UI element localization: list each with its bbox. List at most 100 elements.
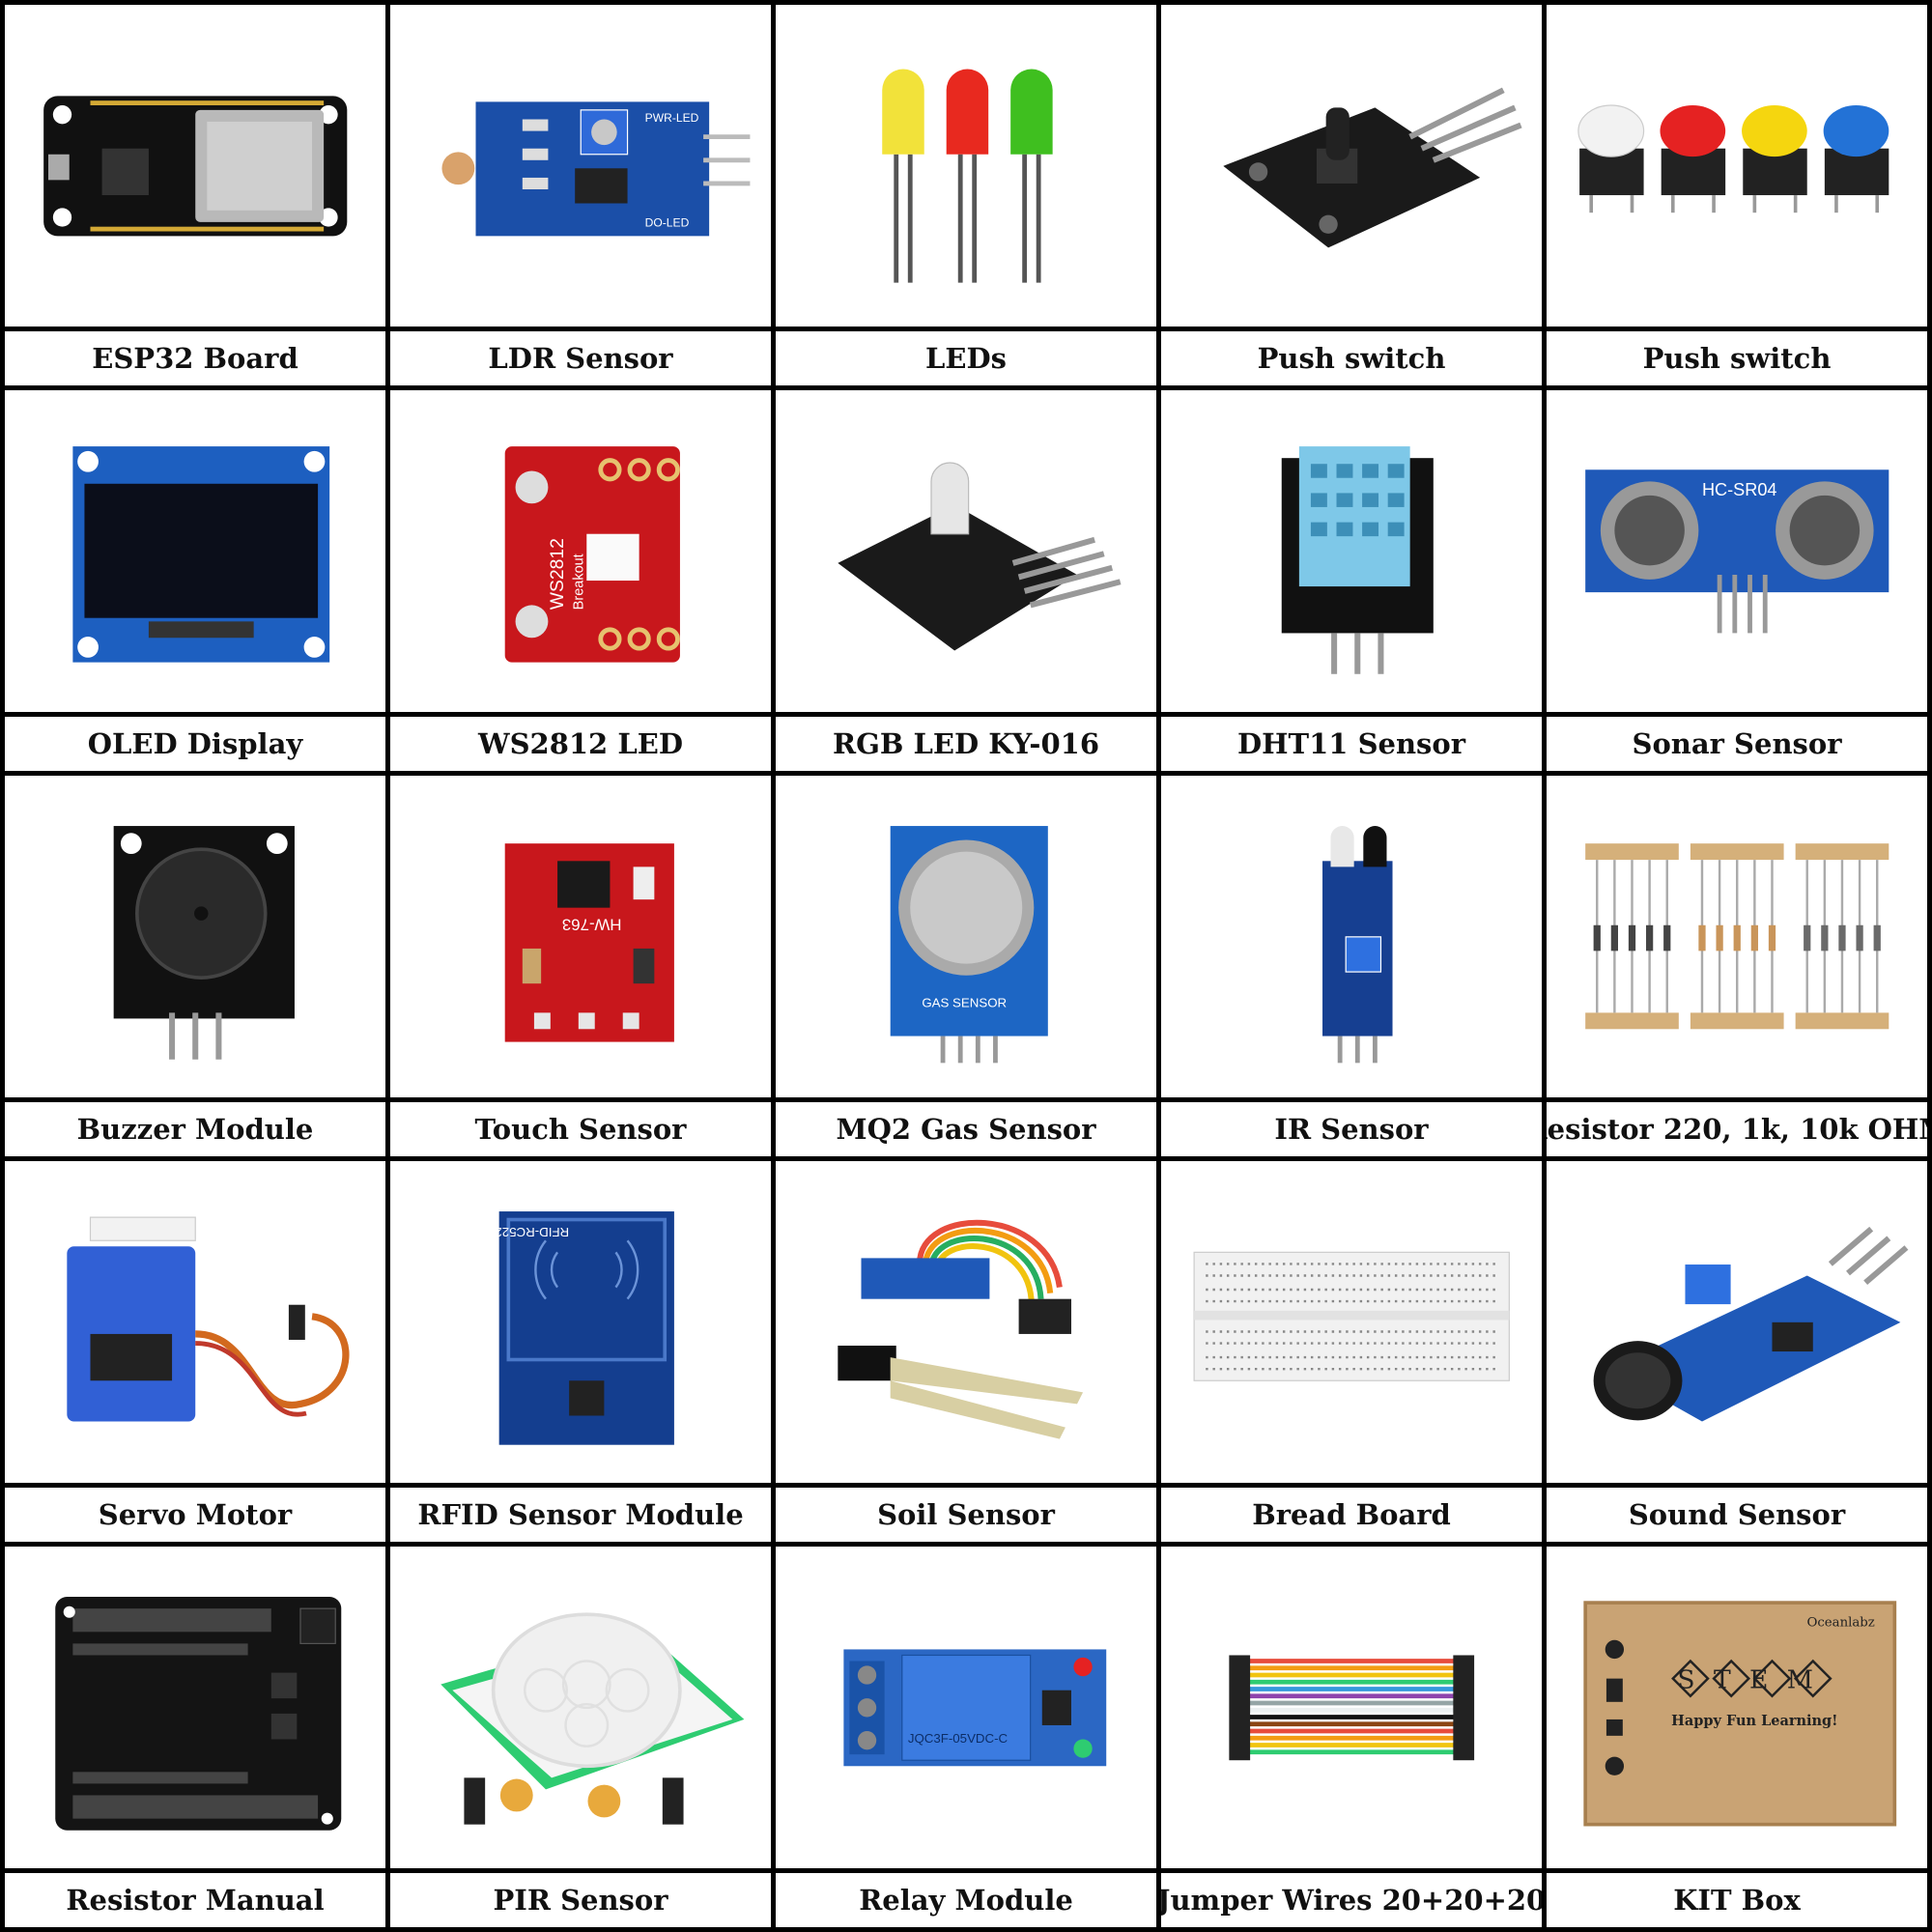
grid-cell: OLED Display (5, 390, 385, 771)
image-area (1547, 776, 1927, 1097)
leds-icon (882, 69, 1053, 283)
push-buttons-icon (1577, 104, 1889, 213)
ws2812-sub-text: Breakout (571, 554, 586, 610)
grid-cell: Jumper Wires 20+20+20 (1161, 1547, 1542, 1927)
item-label: Servo Motor (5, 1483, 385, 1542)
image-area (776, 1161, 1156, 1483)
touch-model-text: HW-763 (562, 915, 622, 933)
grid-cell: Oceanlabz STEM Happy Fun Learning! KIT B… (1547, 1547, 1927, 1927)
grid-cell: ESP32 Board (5, 5, 385, 385)
rfid-model-text: RFID-RC522 (495, 1225, 569, 1239)
grid-cell: HW-763 Touch Sensor (390, 776, 771, 1156)
buzzer-module-icon (113, 825, 295, 1060)
grid-cell: RFID-RC522 RFID Sensor Module (390, 1161, 771, 1542)
dht11-sensor-icon (1281, 445, 1434, 674)
grid-cell: Sound Sensor (1547, 1161, 1927, 1542)
item-label: MQ2 Gas Sensor (776, 1097, 1156, 1156)
image-area (1547, 1161, 1927, 1483)
grid-cell: HC-SR04 Sonar Sensor (1547, 390, 1927, 771)
push-switch-module-icon (1223, 87, 1522, 248)
soil-sensor-icon (838, 1219, 1083, 1439)
image-area: PWR-LED DO-LED (390, 5, 771, 327)
rgb-led-icon (838, 462, 1122, 651)
servo-motor-icon (67, 1216, 350, 1422)
grid-cell: Resistor 220, 1k, 10k OHM (1547, 776, 1927, 1156)
item-label: Push switch (1547, 327, 1927, 385)
item-label: RGB LED KY-016 (776, 712, 1156, 771)
grid-cell: Push switch (1547, 5, 1927, 385)
item-label: Sonar Sensor (1547, 712, 1927, 771)
image-area (5, 390, 385, 712)
sonar-model-text: HC-SR04 (1702, 480, 1777, 499)
grid-cell: Buzzer Module (5, 776, 385, 1156)
image-area: HC-SR04 (1547, 390, 1927, 712)
item-label: DHT11 Sensor (1161, 712, 1542, 771)
ir-sensor-icon (1321, 825, 1393, 1063)
expansion-board-icon (55, 1596, 342, 1831)
item-label: ESP32 Board (5, 327, 385, 385)
item-label: IR Sensor (1161, 1097, 1542, 1156)
item-label: LEDs (776, 327, 1156, 385)
item-label: Jumper Wires 20+20+20 (1161, 1868, 1542, 1927)
image-area (1161, 776, 1542, 1097)
item-label: Soil Sensor (776, 1483, 1156, 1542)
item-label: OLED Display (5, 712, 385, 771)
relay-module-icon: JQC3F-05VDC-C (843, 1649, 1106, 1766)
image-area (390, 1547, 771, 1868)
image-area (1547, 5, 1927, 327)
relay-model-text: JQC3F-05VDC-C (908, 1731, 1009, 1746)
image-area (1161, 390, 1542, 712)
item-label: Bread Board (1161, 1483, 1542, 1542)
image-area: RFID-RC522 (390, 1161, 771, 1483)
grid-cell: Resistor Manual (5, 1547, 385, 1927)
image-area (1161, 5, 1542, 327)
image-area: WS2812 Breakout (390, 390, 771, 712)
image-area (776, 5, 1156, 327)
image-area: Oceanlabz STEM Happy Fun Learning! (1547, 1547, 1927, 1868)
esp32-board-icon (43, 96, 348, 236)
breadboard-icon (1193, 1251, 1510, 1381)
grid-cell: Servo Motor (5, 1161, 385, 1542)
ldr-sensor-icon: PWR-LED DO-LED (441, 101, 751, 236)
item-label: Buzzer Module (5, 1097, 385, 1156)
image-area (5, 5, 385, 327)
gas-sensor-icon: GAS SENSOR (890, 825, 1048, 1063)
grid-cell: IR Sensor (1161, 776, 1542, 1156)
grid-cell: Bread Board (1161, 1161, 1542, 1542)
item-label: PIR Sensor (390, 1868, 771, 1927)
ldr-do-text: DO-LED (644, 215, 689, 229)
image-area (1161, 1161, 1542, 1483)
image-area (5, 1161, 385, 1483)
box-tagline-text: Happy Fun Learning! (1671, 1713, 1837, 1729)
item-label: LDR Sensor (390, 327, 771, 385)
grid-cell: GAS SENSOR MQ2 Gas Sensor (776, 776, 1156, 1156)
grid-cell: PIR Sensor (390, 1547, 771, 1927)
grid-cell: LEDs (776, 5, 1156, 385)
item-label: Resistor 220, 1k, 10k OHM (1547, 1097, 1927, 1156)
ws2812-led-icon: WS2812 Breakout (504, 445, 680, 663)
grid-cell: RGB LED KY-016 (776, 390, 1156, 771)
image-area (1161, 1547, 1542, 1868)
item-label: Touch Sensor (390, 1097, 771, 1156)
ldr-pwr-text: PWR-LED (644, 111, 698, 125)
item-label: Push switch (1161, 327, 1542, 385)
gas-sensor-text: GAS SENSOR (922, 995, 1007, 1009)
grid-cell: DHT11 Sensor (1161, 390, 1542, 771)
item-label: Relay Module (776, 1868, 1156, 1927)
item-label: KIT Box (1547, 1868, 1927, 1927)
image-area (5, 1547, 385, 1868)
jumper-wires-icon (1229, 1655, 1474, 1760)
touch-sensor-icon: HW-763 (504, 842, 674, 1042)
grid-cell: JQC3F-05VDC-C Relay Module (776, 1547, 1156, 1927)
image-area (5, 776, 385, 1097)
image-area: GAS SENSOR (776, 776, 1156, 1097)
item-label: RFID Sensor Module (390, 1483, 771, 1542)
kit-box-icon: Oceanlabz STEM Happy Fun Learning! (1583, 1600, 1896, 1827)
box-brand-text: Oceanlabz (1806, 1615, 1874, 1630)
image-area (776, 390, 1156, 712)
resistors-icon (1584, 842, 1889, 1029)
grid-cell: WS2812 Breakout WS2812 LED (390, 390, 771, 771)
grid-cell: Soil Sensor (776, 1161, 1156, 1542)
image-area: HW-763 (390, 776, 771, 1097)
